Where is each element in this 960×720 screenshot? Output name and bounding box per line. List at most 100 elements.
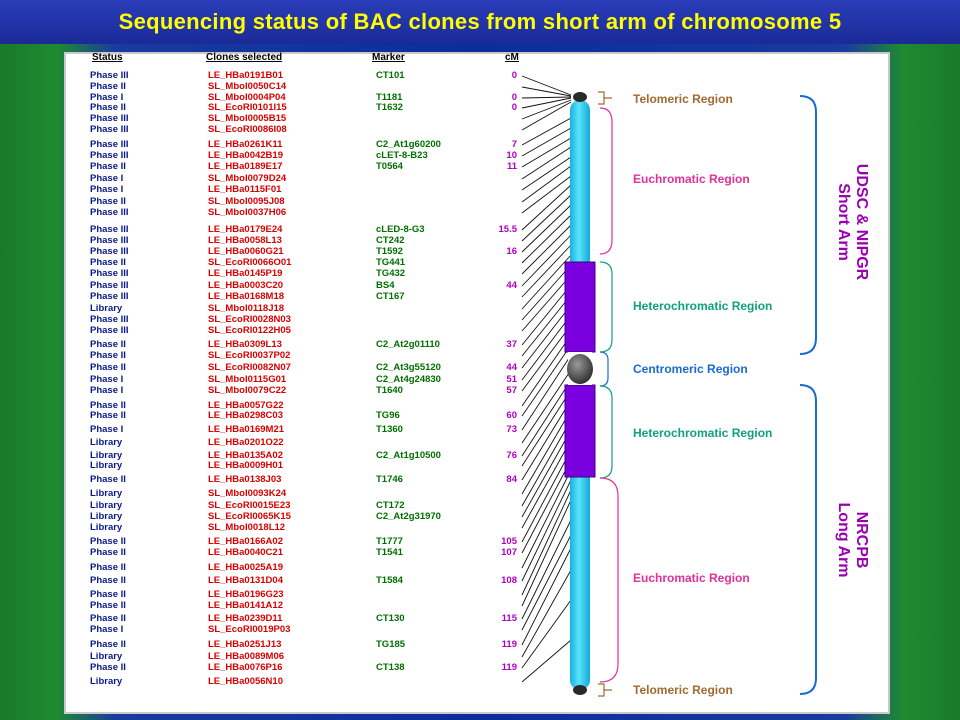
cell-marker: T1360 xyxy=(376,424,403,435)
table-row: Library LE_HBa0056N10 xyxy=(0,676,600,687)
cell-marker: T0564 xyxy=(376,161,403,172)
cell-clone: SL_MboI0079D24 xyxy=(208,173,287,184)
cell-clone: LE_HBa0003C20 xyxy=(208,280,283,291)
cell-cm: 73 xyxy=(506,424,517,435)
connector-line xyxy=(521,194,572,242)
cell-clone: SL_EcoRI0101I15 xyxy=(208,102,287,113)
heterochromatin-block-top xyxy=(564,261,596,353)
cell-status: Phase III xyxy=(90,224,129,235)
cell-clone: SL_MboI0093K24 xyxy=(208,488,287,499)
cell-status: Phase III xyxy=(90,314,129,325)
label-centromeric: Centromeric Region xyxy=(633,362,748,376)
connector-line xyxy=(521,264,572,321)
connector-line xyxy=(521,274,572,332)
connector-line xyxy=(521,409,572,495)
header-marker: Marker xyxy=(372,52,405,63)
cell-cm: 107 xyxy=(501,547,517,558)
cell-status: Library xyxy=(90,303,123,314)
cell-cm: 44 xyxy=(506,362,517,373)
bracket-telomeric-bottom xyxy=(598,683,612,697)
connector-line xyxy=(521,469,572,569)
header-cm: cM xyxy=(505,52,519,63)
label-heterochromatic-bottom: Heterochromatic Region xyxy=(633,426,772,440)
cell-clone: LE_HBa0056N10 xyxy=(208,676,283,687)
cell-cm: 115 xyxy=(501,613,517,624)
cell-cm: 0 xyxy=(511,70,517,81)
cell-clone: LE_HBa0042B19 xyxy=(208,150,283,161)
cell-status: Library xyxy=(90,522,123,533)
cell-clone: LE_HBa0145P19 xyxy=(208,268,283,279)
cell-status: Library xyxy=(90,676,123,687)
cell-cm: 51 xyxy=(506,374,517,385)
connector-line xyxy=(521,534,572,631)
header-status: Status xyxy=(92,52,123,63)
label-heterochromatic-top: Heterochromatic Region xyxy=(633,299,772,313)
cell-cm: 16 xyxy=(506,246,517,257)
cell-cm: 57 xyxy=(506,385,517,396)
connector-line xyxy=(521,284,572,346)
cell-status: Phase III xyxy=(90,113,129,124)
cell-status: Phase II xyxy=(90,350,126,361)
connector-line xyxy=(521,639,572,683)
title-bar: Sequencing status of BAC clones from sho… xyxy=(0,0,960,44)
cell-marker: C2_At1g60200 xyxy=(376,139,441,150)
cell-marker: BS4 xyxy=(376,280,395,291)
cell-status: Phase II xyxy=(90,562,126,573)
connector-line xyxy=(521,137,572,168)
connector-line xyxy=(521,429,572,518)
connector-line xyxy=(521,369,572,444)
cell-marker: C2_At2g01110 xyxy=(376,339,440,350)
cell-clone: SL_MboI0118J18 xyxy=(208,303,285,314)
cell-clone: LE_HBa0040C21 xyxy=(208,547,283,558)
connector-line xyxy=(521,304,572,369)
label-short-arm-org: UDSC & NIPGR xyxy=(853,164,870,281)
label-euchromatic-top: Euchromatic Region xyxy=(633,172,750,186)
cell-status: Phase II xyxy=(90,474,126,485)
connector-line xyxy=(521,354,572,431)
connector-line xyxy=(521,165,572,203)
cell-cm: 7 xyxy=(511,139,517,150)
cell-status: Phase II xyxy=(90,161,126,172)
connector-line xyxy=(521,489,572,596)
cell-marker: cLET-8-B23 xyxy=(376,150,428,161)
cell-status: Phase II xyxy=(90,257,126,268)
connector-line xyxy=(521,101,572,131)
bracket-long-arm xyxy=(799,384,817,695)
connector-line xyxy=(521,214,572,264)
connector-line xyxy=(521,175,572,214)
cell-status: Library xyxy=(90,500,123,511)
cell-marker: T1746 xyxy=(376,474,403,485)
label-telomeric-bottom: Telomeric Region xyxy=(633,683,733,697)
cell-clone: LE_HBa0169M21 xyxy=(208,424,285,435)
cell-marker: T1592 xyxy=(376,246,403,257)
cell-clone: SL_EcoRI0086I08 xyxy=(208,124,287,135)
cell-status: Phase II xyxy=(90,639,126,650)
connector-line xyxy=(521,314,572,381)
cell-status: Phase III xyxy=(90,235,129,246)
cell-status: Phase III xyxy=(90,280,129,291)
centromere xyxy=(567,354,593,384)
cell-clone: LE_HBa0115F01 xyxy=(208,184,282,195)
cell-status: Library xyxy=(90,437,123,448)
label-long-arm: Long Arm xyxy=(835,503,852,578)
cell-marker: TG185 xyxy=(376,639,406,650)
cell-status: Phase II xyxy=(90,400,126,411)
cell-clone: LE_HBa0138J03 xyxy=(208,474,282,485)
cell-clone: LE_HBa0166A02 xyxy=(208,536,283,547)
connector-line xyxy=(521,389,572,467)
cell-status: Phase III xyxy=(90,150,129,161)
